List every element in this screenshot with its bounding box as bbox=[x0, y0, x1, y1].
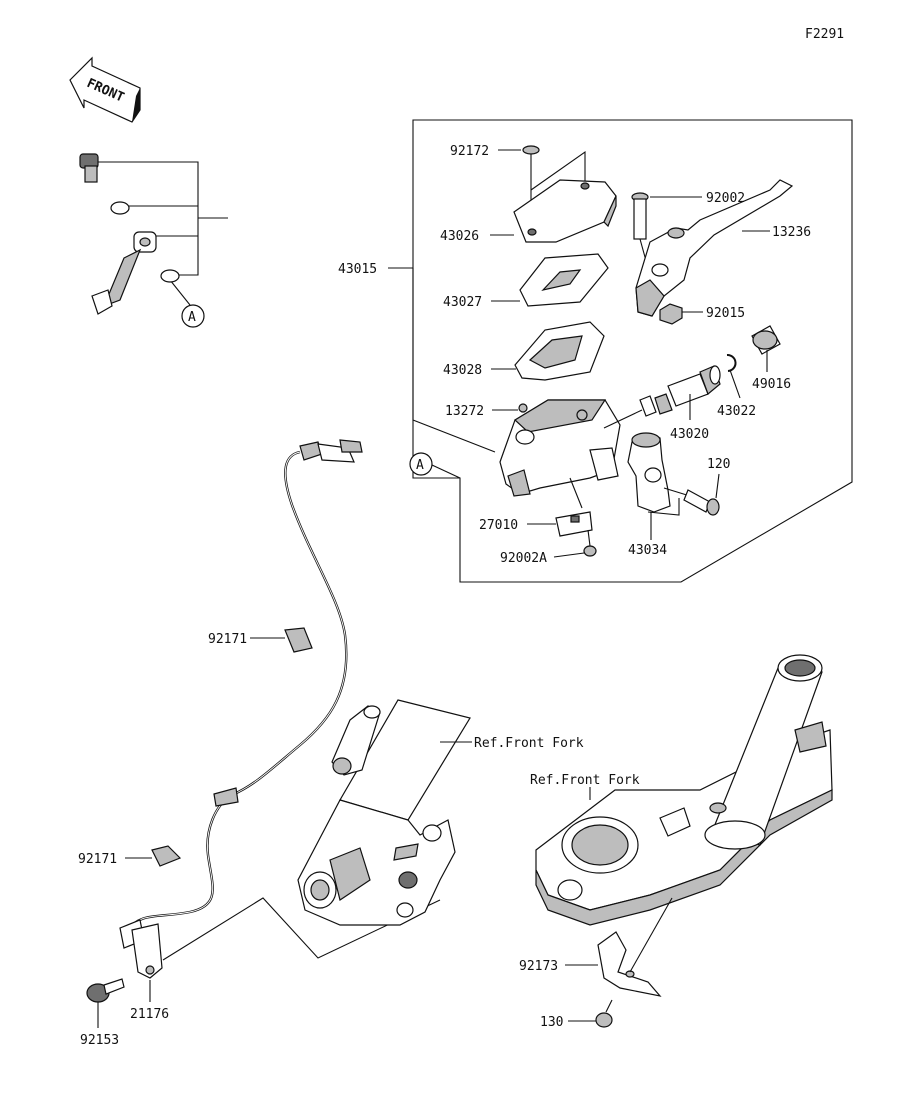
part-label-49016: 49016 bbox=[752, 377, 791, 392]
piston-kit-icon bbox=[603, 365, 721, 429]
harness-clamp-icon bbox=[284, 627, 313, 653]
abs-sensor-icon bbox=[131, 923, 163, 979]
part-label-43020: 43020 bbox=[670, 427, 709, 442]
part-label-92002: 92002 bbox=[706, 191, 745, 206]
boot-icon bbox=[751, 325, 781, 355]
nut-icon bbox=[659, 303, 683, 325]
front-fork-lower-icon bbox=[297, 699, 471, 926]
clamp-bolt-icon bbox=[663, 487, 720, 516]
sensor-bolt-icon bbox=[86, 978, 125, 1003]
part-label-27010: 27010 bbox=[479, 518, 518, 533]
brake-piping-group: A bbox=[79, 153, 228, 328]
part-label-92173: 92173 bbox=[519, 959, 558, 974]
ref-front-fork-label-right: Ref.Front Fork bbox=[530, 773, 640, 788]
banjo-bolt-icon bbox=[79, 153, 99, 183]
callout-a-label: A bbox=[188, 310, 196, 325]
part-label-13236: 13236 bbox=[772, 225, 811, 240]
bracket-icon bbox=[597, 931, 662, 997]
screw-icon bbox=[583, 529, 597, 557]
front-arrow-icon: FRONT bbox=[69, 56, 141, 123]
part-label-21176: 21176 bbox=[130, 1007, 169, 1022]
circlip-icon bbox=[726, 354, 737, 372]
callout-a-circle bbox=[181, 304, 205, 328]
washer-icon bbox=[110, 201, 130, 215]
part-label-43022: 43022 bbox=[717, 404, 756, 419]
part-label-120: 120 bbox=[707, 457, 730, 472]
brake-lever-icon bbox=[635, 179, 794, 317]
part-label-92172: 92172 bbox=[450, 144, 489, 159]
part-label-92171-lower: 92171 bbox=[78, 852, 117, 867]
reservoir-cap-icon bbox=[513, 179, 617, 243]
brake-switch-icon bbox=[555, 477, 593, 537]
diaphragm-icon bbox=[514, 321, 605, 381]
cap-plate-icon bbox=[519, 253, 609, 307]
figure-code: F2291 bbox=[805, 27, 844, 42]
pivot-bolt-icon bbox=[631, 192, 649, 269]
part-label-43027: 43027 bbox=[443, 295, 482, 310]
master-cylinder-body-icon bbox=[499, 399, 621, 497]
part-label-92153: 92153 bbox=[80, 1033, 119, 1048]
group-boundary bbox=[412, 119, 853, 583]
screw-icon bbox=[595, 999, 613, 1028]
ref-front-fork-label-left: Ref.Front Fork bbox=[474, 736, 584, 751]
part-label-43028: 43028 bbox=[443, 363, 482, 378]
part-label-43026: 43026 bbox=[440, 229, 479, 244]
part-label-92015: 92015 bbox=[706, 306, 745, 321]
part-label-92002A: 92002A bbox=[500, 551, 547, 566]
callout-a-label: A bbox=[416, 458, 424, 473]
steering-stem-icon bbox=[535, 654, 833, 926]
part-label-130: 130 bbox=[540, 1015, 563, 1030]
screw-icon bbox=[518, 403, 528, 413]
part-label-13272: 13272 bbox=[445, 404, 484, 419]
part-label-92171-upper: 92171 bbox=[208, 632, 247, 647]
part-label-43034: 43034 bbox=[628, 543, 667, 558]
clamp-icon bbox=[627, 432, 671, 513]
callout-a-circle bbox=[409, 452, 433, 476]
banjo-fitting-icon bbox=[91, 231, 157, 315]
part-label-43015: 43015 bbox=[338, 262, 377, 277]
washer-icon bbox=[160, 269, 180, 283]
harness-clamp-icon bbox=[151, 845, 182, 867]
